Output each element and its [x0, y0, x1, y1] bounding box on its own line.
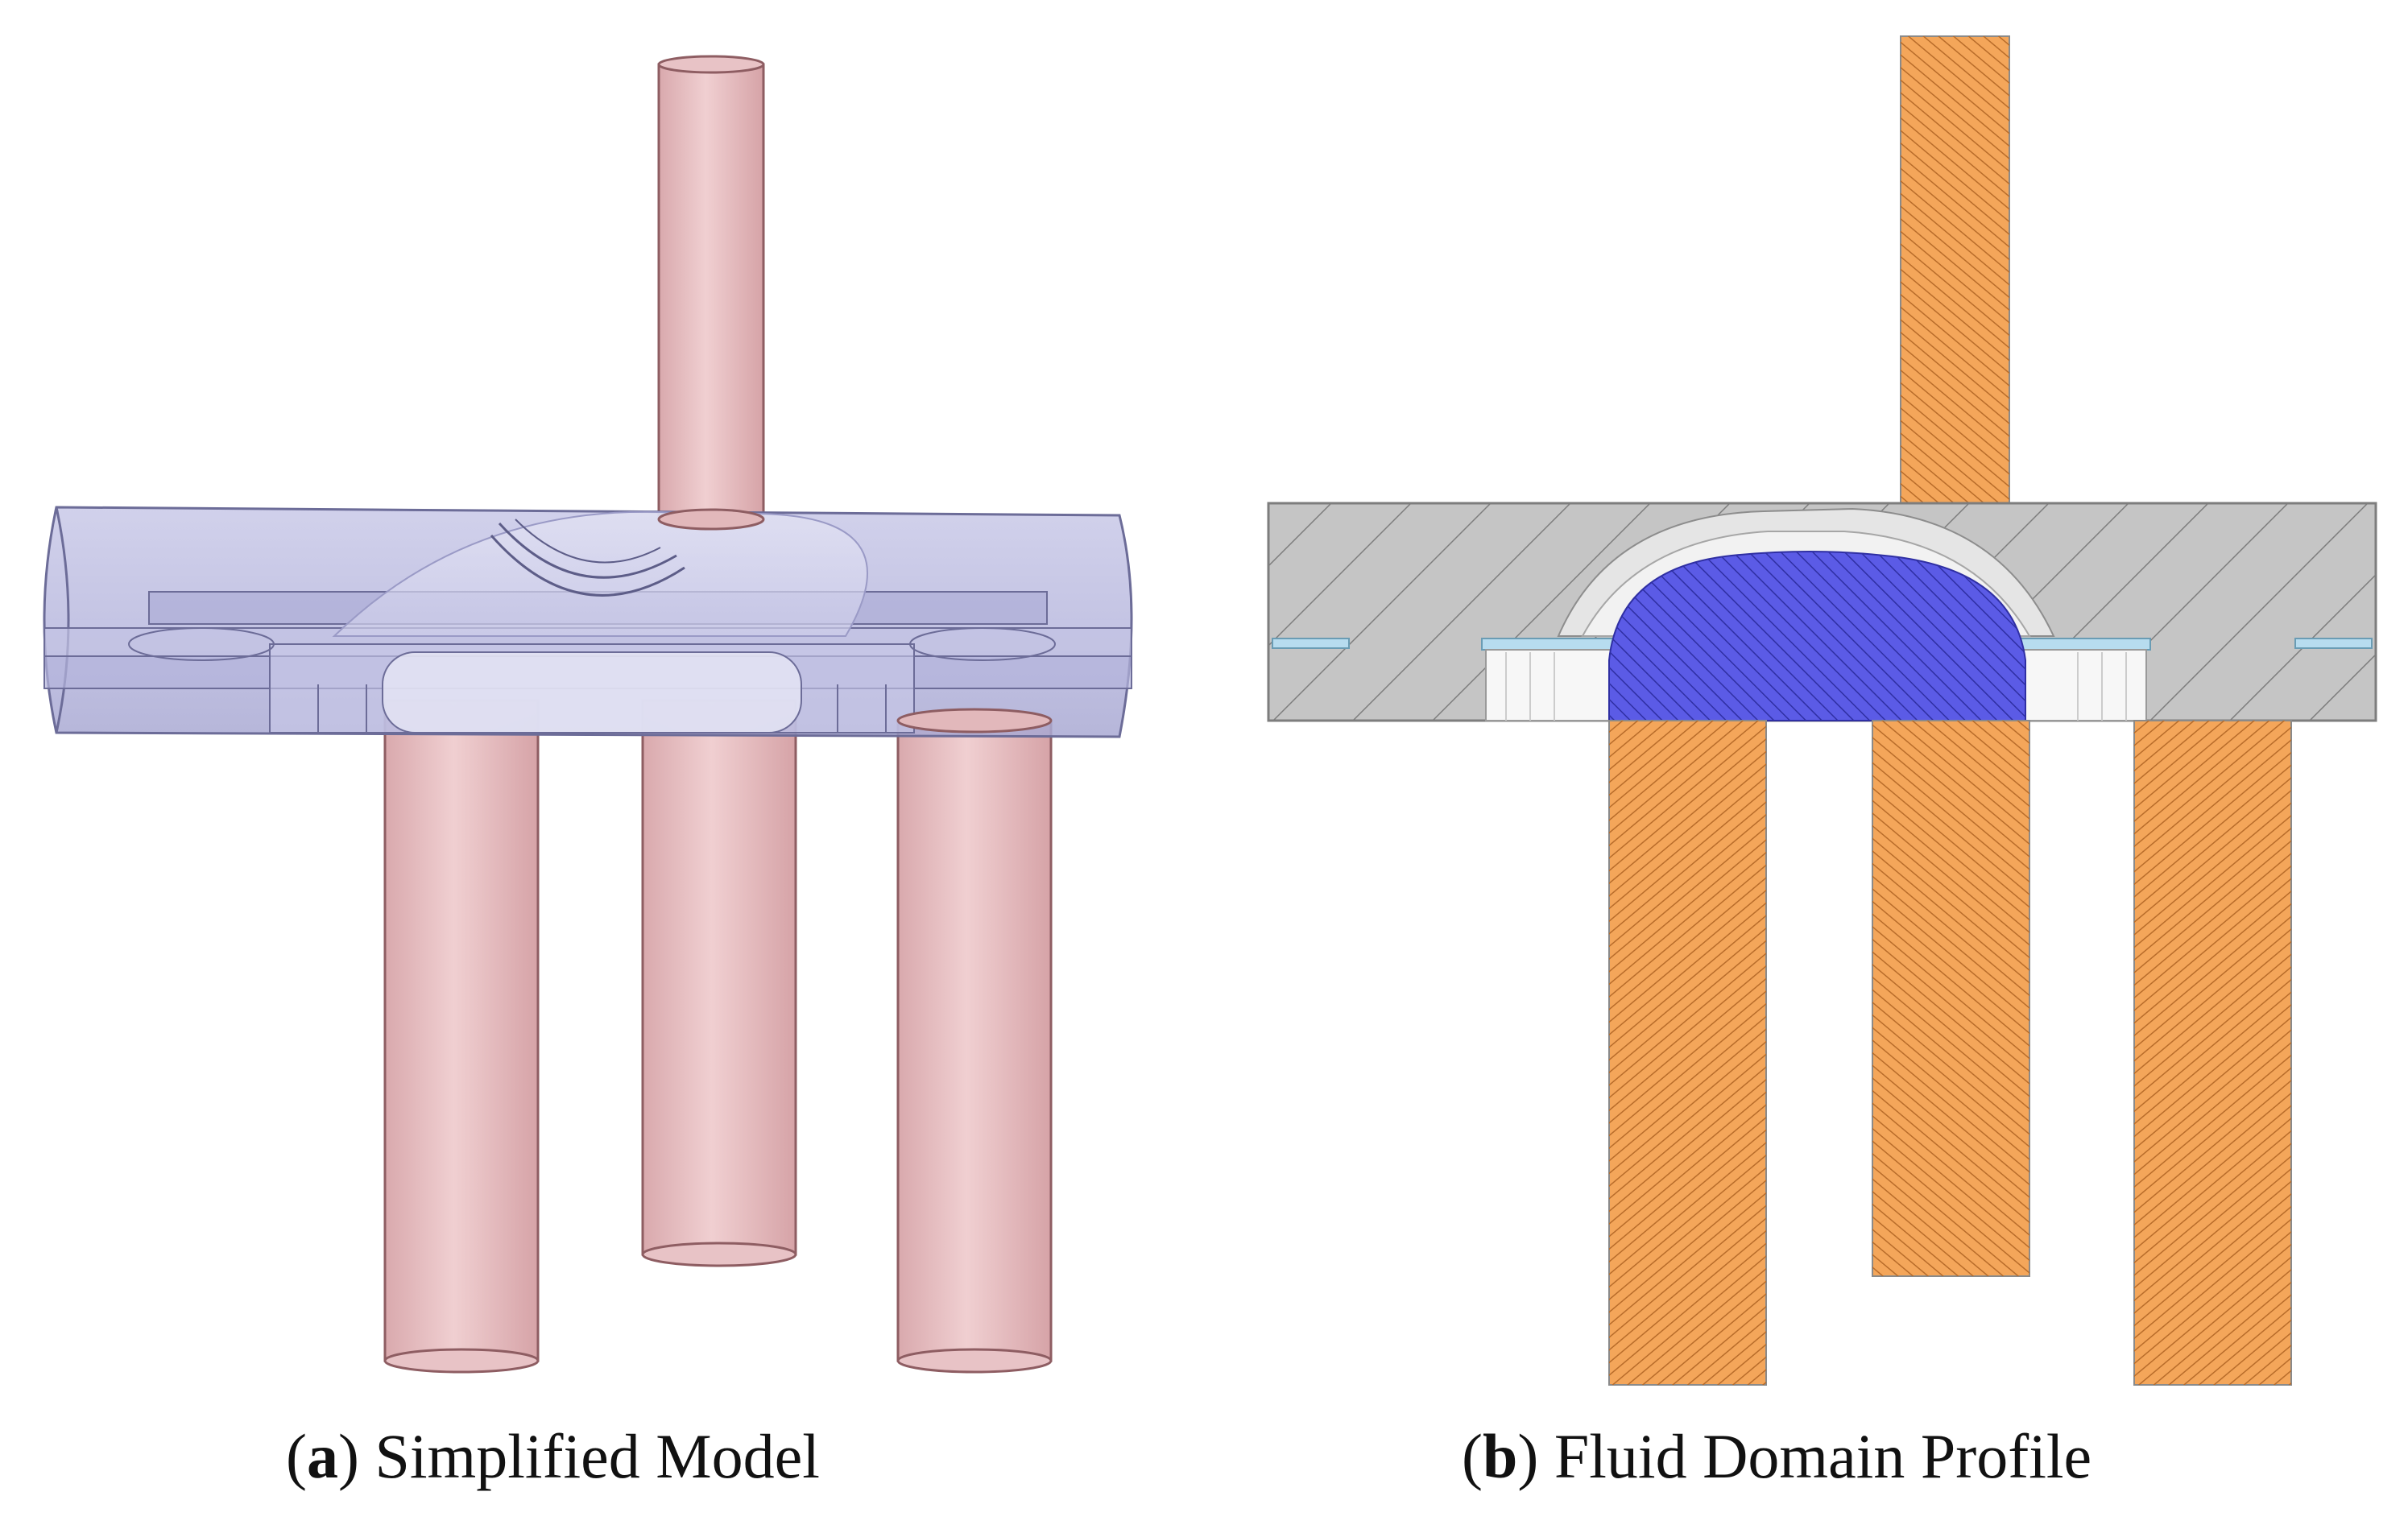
outlet-pipe-left [383, 699, 540, 1374]
caption-close: ) [1517, 1421, 1539, 1491]
caption-b: (b) Fluid Domain Profile [1462, 1425, 2091, 1488]
caption-title-b: Fluid Domain Profile [1554, 1421, 2092, 1491]
caption-letter-b: b [1482, 1421, 1518, 1491]
outlet-pipe-right [896, 719, 1053, 1374]
fluid-outlet-right [2133, 720, 2292, 1386]
valve-housing [43, 506, 1133, 738]
inlet-pipe-top [657, 55, 765, 521]
caption-a: (a) Simplified Model [286, 1425, 820, 1488]
fluid-outlet-center [1872, 720, 2030, 1277]
caption-letter-a: a [306, 1421, 338, 1491]
outlet-pipe-center [641, 699, 797, 1267]
caption-close: ) [337, 1421, 359, 1491]
caption-open: ( [1462, 1421, 1483, 1491]
fluid-outlet-left [1608, 720, 1767, 1386]
caption-open: ( [286, 1421, 307, 1491]
caption-title-a: Simplified Model [374, 1421, 820, 1491]
fluid-chamber [1608, 551, 2026, 721]
panel-a-simplified-model [43, 55, 1133, 1374]
panel-b-fluid-domain-profile [1267, 35, 2377, 1386]
